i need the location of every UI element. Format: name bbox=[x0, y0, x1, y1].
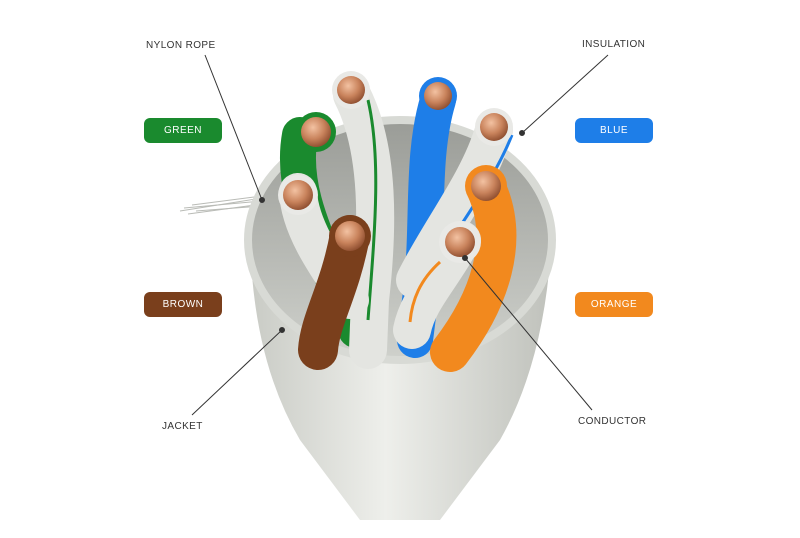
pill-orange: ORANGE bbox=[575, 292, 653, 317]
label-nylon-rope: NYLON ROPE bbox=[146, 40, 216, 51]
conductor-tips bbox=[278, 71, 513, 263]
pill-green: GREEN bbox=[144, 118, 222, 143]
leader-jacket bbox=[191, 329, 283, 416]
wire-pairs bbox=[279, 76, 517, 372]
leader-conductor bbox=[464, 257, 593, 411]
nylon-rope-strands bbox=[179, 195, 263, 215]
pill-blue: BLUE bbox=[575, 118, 653, 143]
blue-white-wire bbox=[396, 111, 513, 299]
leader-lines bbox=[191, 54, 609, 416]
leader-insulation bbox=[521, 54, 609, 134]
leader-nylon-rope bbox=[204, 54, 263, 201]
pill-brown: BROWN bbox=[144, 292, 222, 317]
label-jacket: JACKET bbox=[162, 421, 203, 432]
label-conductor: CONDUCTOR bbox=[578, 416, 647, 427]
orange-wire bbox=[430, 168, 517, 372]
label-insulation: INSULATION bbox=[582, 39, 646, 50]
